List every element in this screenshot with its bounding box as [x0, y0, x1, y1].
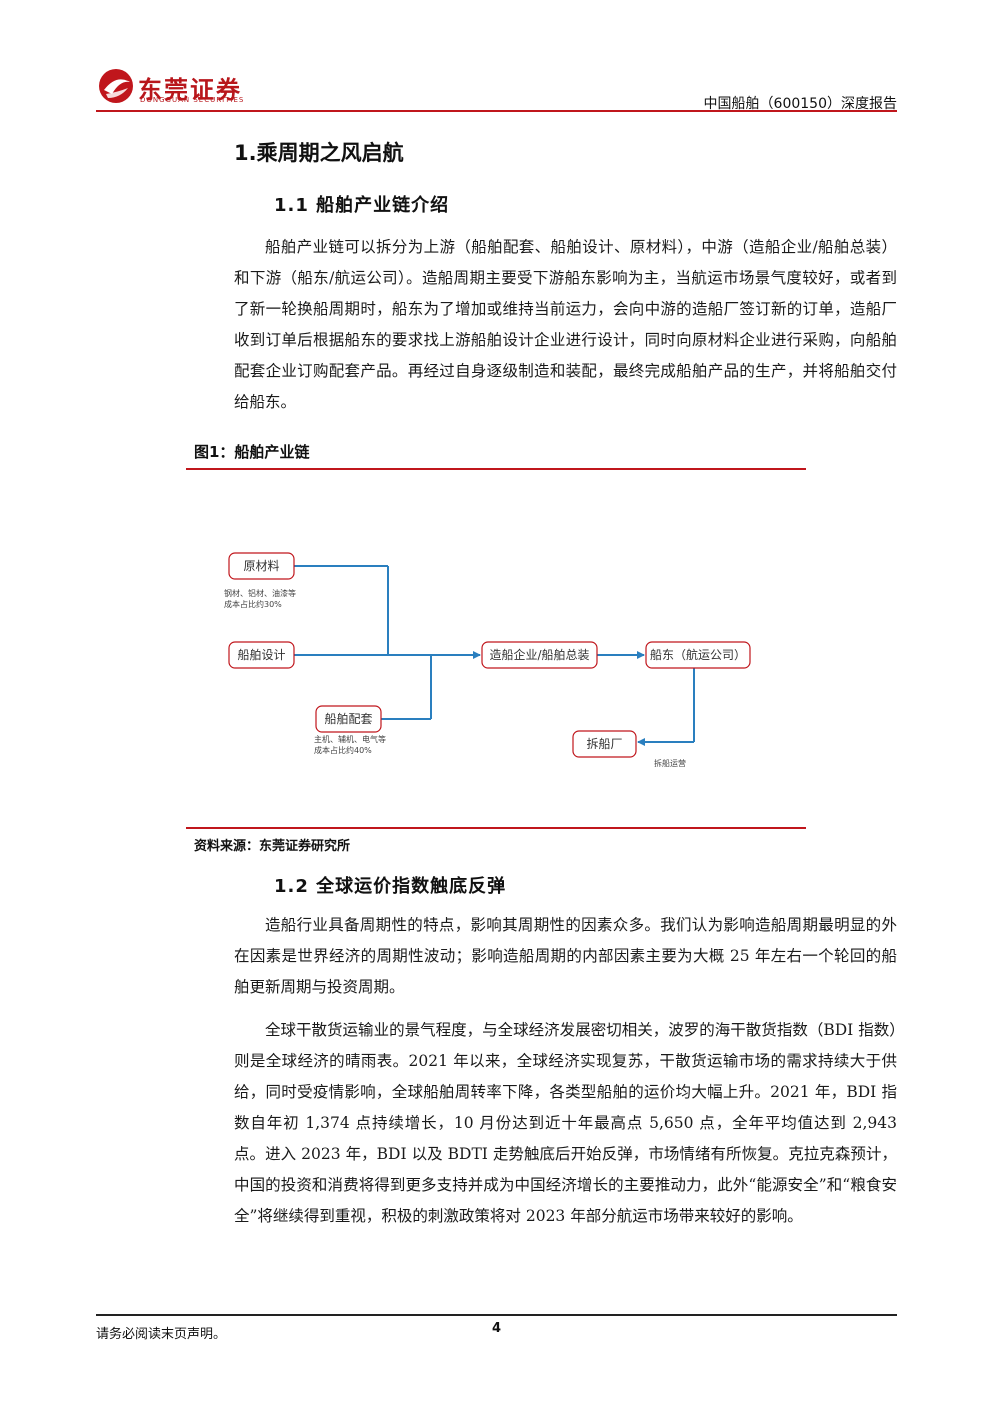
report-title: 中国船舶（600150）深度报告	[703, 96, 897, 112]
svg-text:船舶设计: 船舶设计	[237, 647, 285, 662]
figure-source: 资料来源：东莞证券研究所	[194, 839, 351, 854]
svg-text:船东（航运公司）: 船东（航运公司）	[650, 647, 746, 662]
section-title: 1.乘周期之风启航	[234, 141, 404, 165]
paragraph-industry-chain: 船舶产业链可以拆分为上游（船舶配套、船舶设计、原材料），中游（造船企业/船舶总装…	[234, 238, 897, 411]
logo-emblem-icon	[99, 69, 133, 103]
figure-top-rule	[186, 468, 806, 470]
svg-text:拆船厂: 拆船厂	[586, 736, 622, 751]
node-ship-supporting: 船舶配套	[315, 705, 382, 733]
subsection-title-1-2: 1.2 全球运价指数触底反弹	[274, 876, 507, 897]
paragraph-bdi-index: 全球干散货运输业的景气程度，与全球经济发展密切相关，波罗的海干散货指数（BDI …	[234, 1021, 897, 1225]
figure-bottom-rule	[186, 827, 806, 829]
brand-subtitle: DONGGUAN SECURITIES	[140, 96, 245, 104]
node-shipbreaking: 拆船厂	[572, 730, 637, 758]
header-divider	[96, 110, 897, 112]
node-shipowner: 船东（航运公司）	[645, 641, 751, 669]
note-raw-materials-2: 成本占比约30%	[224, 599, 282, 609]
footer-notice: 请务必阅读末页声明。	[96, 1327, 227, 1342]
svg-text:船舶配套: 船舶配套	[324, 711, 372, 726]
note-supporting-2: 成本占比约40%	[314, 745, 372, 755]
note-supporting-1: 主机、辅机、电气等	[314, 734, 386, 744]
node-shipbuilder: 造船企业/船舶总装	[481, 641, 598, 669]
note-shipbreaking: 拆船运营	[654, 758, 686, 768]
connector-lines	[294, 565, 695, 746]
page-number: 4	[492, 1321, 502, 1336]
note-raw-materials-1: 钢材、铝材、油漆等	[224, 588, 296, 598]
dongguan-securities-logo	[99, 69, 133, 103]
paragraph-cycle-factors: 造船行业具备周期性的特点，影响其周期性的因素众多。我们认为影响造船周期最明显的外…	[234, 916, 897, 996]
subsection-title-1-1: 1.1 船舶产业链介绍	[274, 195, 450, 216]
figure-title: 图1：船舶产业链	[194, 443, 310, 461]
node-raw-materials: 原材料	[228, 552, 295, 580]
brand-name: 东莞证券	[138, 75, 242, 104]
industry-chain-diagram: 原材料 钢材、铝材、油漆等 成本占比约30% 船舶设计 船舶配套 主机、辅机、电…	[224, 552, 751, 768]
svg-text:原材料: 原材料	[243, 559, 279, 573]
footer-divider	[96, 1314, 897, 1316]
svg-text:造船企业/船舶总装: 造船企业/船舶总装	[489, 647, 589, 662]
node-ship-design: 船舶设计	[228, 641, 295, 669]
